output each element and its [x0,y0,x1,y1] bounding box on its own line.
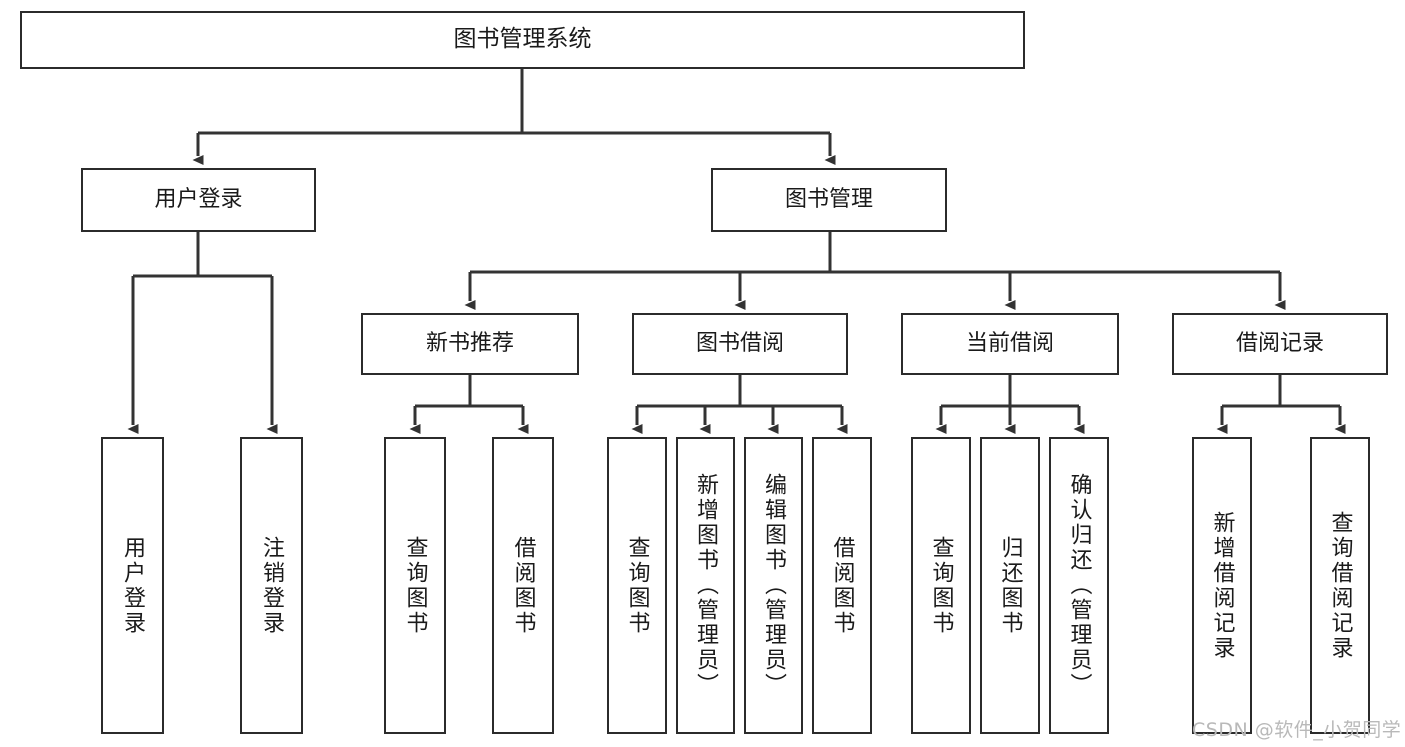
node-leaf-return-book[interactable]: 归还图书 [980,437,1040,734]
node-leaf-query-record[interactable]: 查询借阅记录 [1310,437,1370,734]
node-leaf-borrow-book-1-label: 借阅图书 [510,535,536,636]
node-leaf-query-book-3[interactable]: 查询图书 [911,437,971,734]
watermark: CSDN @软件_小贺同学 [1192,719,1402,741]
node-user-login[interactable]: 用户登录 [81,168,316,232]
node-leaf-query-record-label: 查询借阅记录 [1327,510,1353,661]
node-leaf-confirm-return[interactable]: 确认归还（管理员） [1049,437,1109,734]
node-leaf-query-book-3-label: 查询图书 [928,535,954,636]
node-leaf-borrow-book-2-label: 借阅图书 [829,535,855,636]
node-root[interactable]: 图书管理系统 [20,11,1025,69]
node-book-borrow[interactable]: 图书借阅 [632,313,848,375]
node-new-book-recommend[interactable]: 新书推荐 [361,313,579,375]
node-leaf-add-book[interactable]: 新增图书（管理员） [676,437,735,734]
node-book-management-label: 图书管理 [784,187,873,213]
node-leaf-return-book-label: 归还图书 [997,535,1023,636]
node-leaf-query-book-1-label: 查询图书 [402,535,428,636]
node-leaf-query-book-2[interactable]: 查询图书 [607,437,667,734]
node-user-login-label: 用户登录 [154,187,243,213]
node-current-borrow[interactable]: 当前借阅 [901,313,1119,375]
node-leaf-borrow-book-2[interactable]: 借阅图书 [812,437,872,734]
node-root-label: 图书管理系统 [453,26,592,53]
node-leaf-add-record[interactable]: 新增借阅记录 [1192,437,1252,734]
node-book-management[interactable]: 图书管理 [711,168,947,232]
node-leaf-add-book-label: 新增图书（管理员） [693,473,719,698]
node-borrow-record[interactable]: 借阅记录 [1172,313,1388,375]
node-leaf-add-record-label: 新增借阅记录 [1209,510,1235,661]
node-leaf-edit-book[interactable]: 编辑图书（管理员） [744,437,803,734]
node-leaf-confirm-return-label: 确认归还（管理员） [1066,473,1092,698]
node-leaf-borrow-book-1[interactable]: 借阅图书 [492,437,554,734]
node-leaf-query-book-1[interactable]: 查询图书 [384,437,446,734]
node-leaf-logout[interactable]: 注销登录 [240,437,303,734]
node-leaf-logout-label: 注销登录 [259,535,285,636]
node-book-borrow-label: 图书借阅 [695,331,784,357]
node-leaf-query-book-2-label: 查询图书 [624,535,650,636]
node-leaf-user-login[interactable]: 用户登录 [101,437,164,734]
node-leaf-edit-book-label: 编辑图书（管理员） [761,473,787,698]
node-borrow-record-label: 借阅记录 [1235,331,1324,357]
node-leaf-user-login-label: 用户登录 [120,535,146,636]
node-new-book-recommend-label: 新书推荐 [425,331,514,357]
node-current-borrow-label: 当前借阅 [965,331,1054,357]
